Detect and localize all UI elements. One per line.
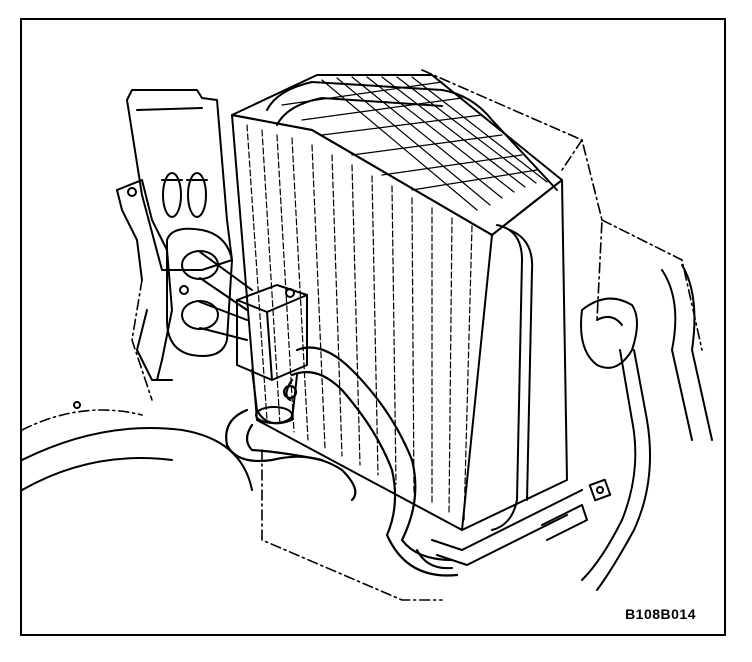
gasket-plate [126,89,233,271]
housing-outline [22,69,703,601]
diagram-frame: B108B014 [20,18,726,636]
refrigerant-pipes [199,251,253,341]
lower-left-housing [22,401,253,491]
right-side-pipes [580,264,713,591]
evaporator-core [231,74,568,531]
bottom-bracket [416,489,588,570]
evaporator-illustration [22,69,713,601]
refrigerant-hoses [225,346,459,577]
core-fins-front [246,124,473,523]
figure-reference-code: B108B014 [625,606,696,622]
mounting-bracket [116,179,173,381]
core-fins-top [281,76,548,211]
